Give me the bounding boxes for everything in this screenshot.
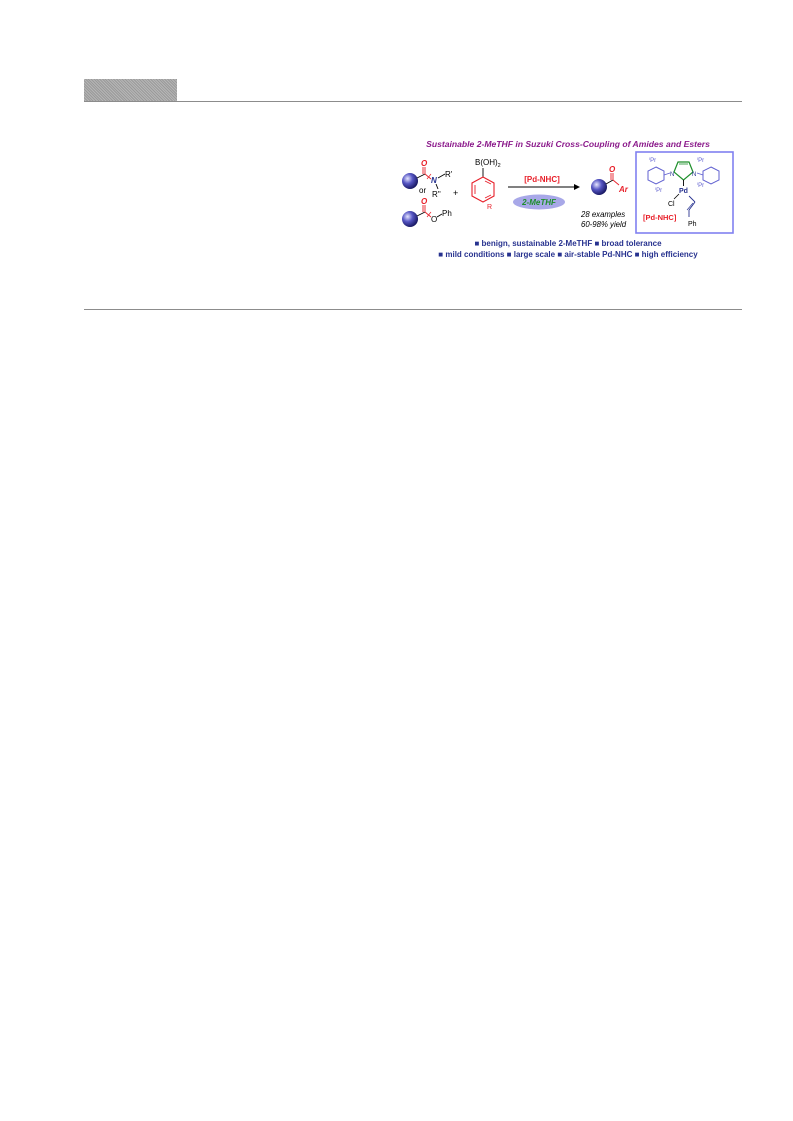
cl-atom: Cl [668,201,675,208]
features-line-2: ■ mild conditions ■ large scale ■ air-st… [438,250,698,259]
solvent-ellipse [513,194,565,210]
substrate-sphere-ester [402,211,418,227]
ipr-bottom-left: ⁱPr [655,186,662,194]
nhc-n-left: N [670,172,674,178]
ester-o: O [431,215,437,224]
ipr-top-left: ⁱPr [649,156,656,164]
boronic-group: B(OH)2 [475,158,501,169]
amide-r2: R'' [432,190,441,199]
or-label: or [419,186,426,195]
complex-label: [Pd-NHC] [643,213,677,222]
nhc-n-right: N [692,172,696,178]
aryl-ring [471,176,495,203]
graphical-abstract-svg: Sustainable 2-MeTHF in Suzuki Cross-Coup… [402,139,734,259]
top-rule [84,101,742,102]
pd-atom: Pd [679,188,688,195]
product-ar: Ar [618,185,629,194]
yield-range: 60-98% yield [581,220,627,229]
substrate-sphere-amide [402,173,418,189]
section-header-block [84,79,177,101]
features-line-1: ■ benign, sustainable 2-MeTHF ■ broad to… [474,239,662,248]
examples-count: 28 examples [580,210,625,219]
amide-carbonyl-o: O [421,159,428,168]
imidazole-ring [673,161,694,181]
amide-n: N [431,176,437,185]
allyl-ph: Ph [688,221,697,228]
product-o: O [609,165,616,174]
graphical-abstract: Sustainable 2-MeTHF in Suzuki Cross-Coup… [393,136,743,266]
aryl-r: R [487,204,492,211]
product-sphere [591,179,607,195]
plus-sign: + [453,188,458,198]
bottom-rule [84,309,742,310]
catalyst-label: [Pd-NHC] [524,175,560,184]
ipr-bottom-right: ⁱPr [697,181,704,189]
ester-ph: Ph [442,209,452,218]
ester-carbonyl-o: O [421,197,428,206]
solvent-label: 2-MeTHF [521,198,557,207]
graphic-title: Sustainable 2-MeTHF in Suzuki Cross-Coup… [426,139,710,149]
amide-r1: R' [445,170,453,179]
catalyst-box [635,151,734,234]
ipr-top-right: ⁱPr [697,156,704,164]
